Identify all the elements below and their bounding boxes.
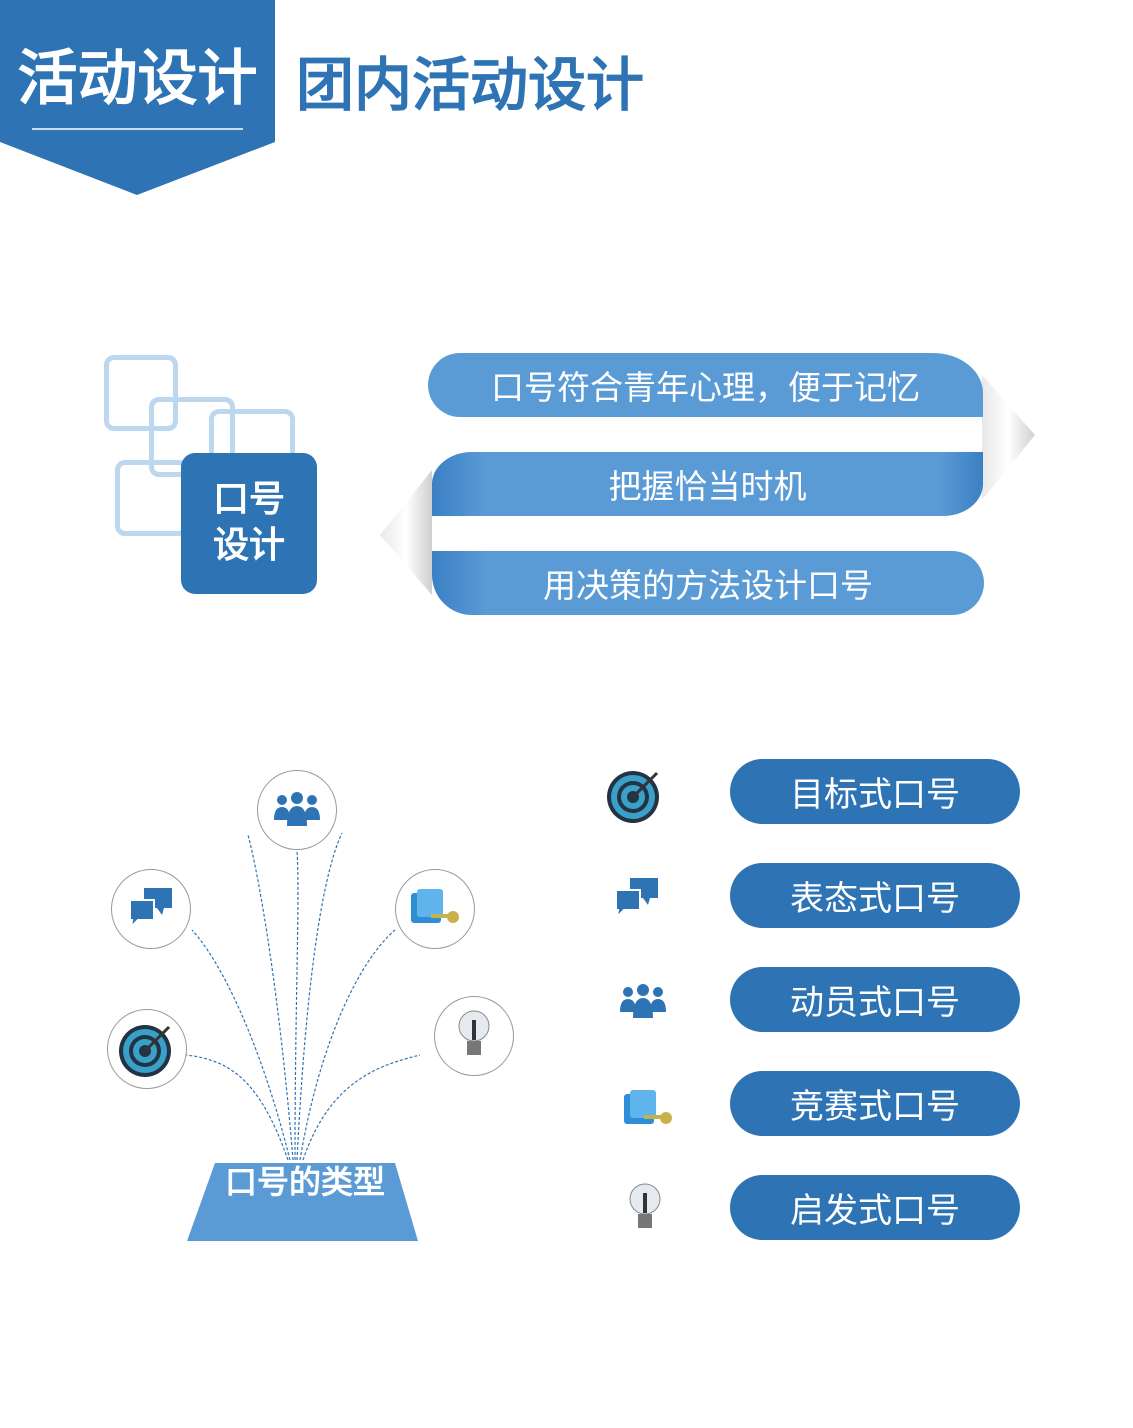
root-trapezoid [187,1163,418,1241]
people-group-icon [617,980,669,1024]
lightbulb-icon [627,1180,663,1238]
slogan-type-target: 目标式口号 [730,759,1020,824]
section-label: 活动设计 [17,44,258,114]
slogan-type-inspiration: 启发式口号 [730,1175,1020,1240]
key-icon [395,869,475,949]
slogan-types-root-label: 口号的类型 [224,1163,385,1201]
chat-bubbles-icon [111,869,191,949]
lightbulb-icon [434,996,514,1076]
target-icon [605,765,665,825]
slogan-type-statement: 表态式口号 [730,863,1020,928]
ribbon-1: 口号符合青年心理，便于记忆 [428,353,983,417]
people-group-icon [257,770,337,850]
slogan-type-competition: 竞赛式口号 [730,1071,1020,1136]
page-title: 团内活动设计 [296,51,645,119]
slogan-design-badge: 口号设计 [181,453,317,594]
key-icon [617,1085,679,1135]
ribbon-folds [380,375,1035,595]
chat-bubbles-icon [610,872,664,926]
header-banner [0,0,275,195]
ribbon-3: 用决策的方法设计口号 [432,551,984,615]
slogan-type-mobilization: 动员式口号 [730,967,1020,1032]
ribbon-2: 把握恰当时机 [432,452,983,516]
target-icon [107,1009,187,1089]
